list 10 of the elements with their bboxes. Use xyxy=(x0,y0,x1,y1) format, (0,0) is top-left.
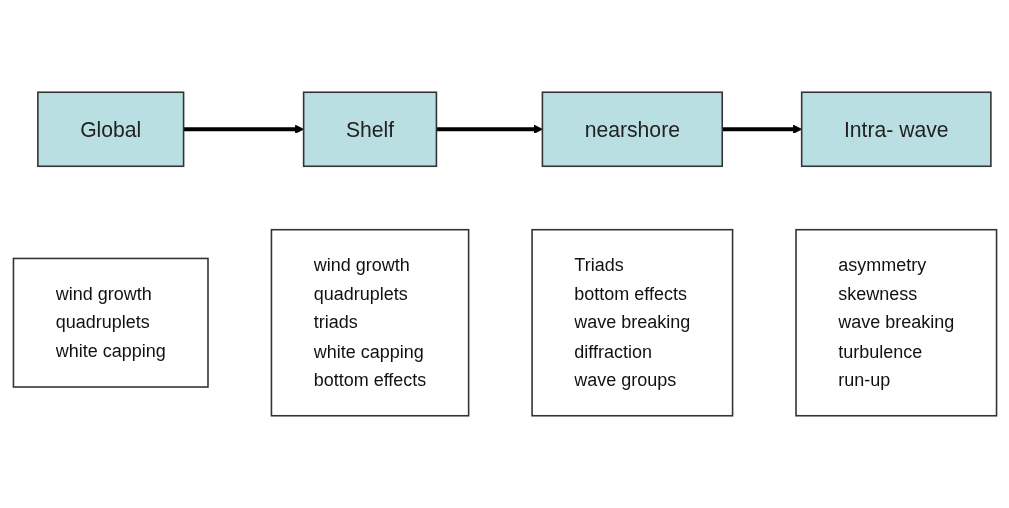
node-box: Triads bottom effects wave breaking diffraction wave groups xyxy=(530,228,733,417)
node-box: nearshore xyxy=(541,91,723,168)
node-box: Global xyxy=(36,91,184,168)
node-box: wind growth quadruplets white capping xyxy=(12,257,209,388)
node-box: wind growth quadruplets triads white capping bottom effects xyxy=(270,228,469,417)
node-box: asymmetry skewness wave breaking turbulence run-up xyxy=(794,228,997,417)
arrow xyxy=(183,124,304,134)
node-box: Shelf xyxy=(302,91,437,168)
node-box: Intra- wave xyxy=(800,91,992,168)
arrow xyxy=(721,124,802,134)
